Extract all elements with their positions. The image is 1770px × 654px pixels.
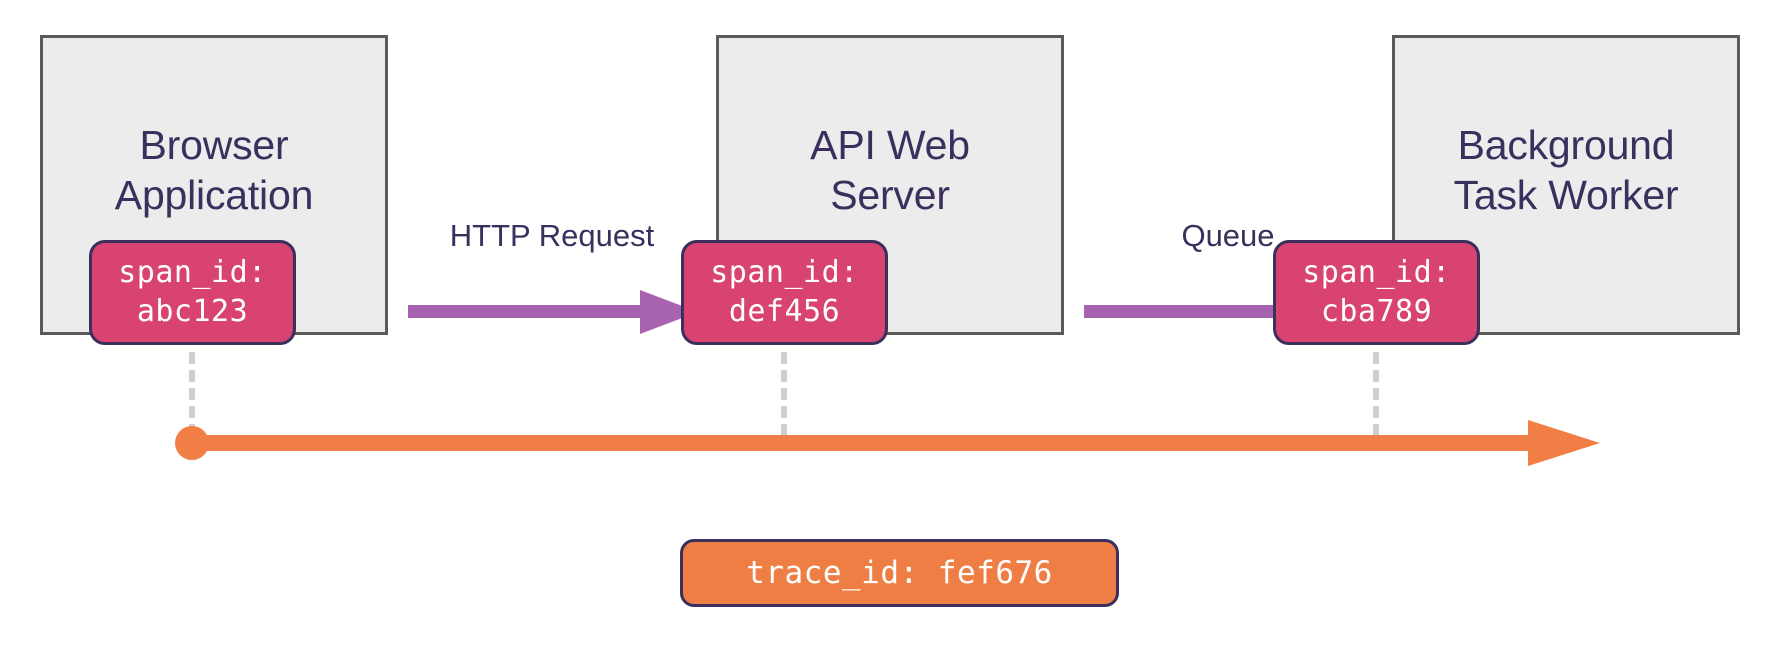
service-title-browser: Browser Application	[114, 122, 314, 219]
service-title-api: API Web Server	[810, 122, 970, 219]
dash-connector-browser	[189, 352, 195, 436]
dash-connector-worker	[1373, 352, 1379, 436]
flow-label-queue: Queue	[1181, 218, 1275, 253]
dash-connector-api	[781, 352, 787, 436]
service-title-worker: Background Task Worker	[1453, 122, 1679, 219]
span-badge-worker[interactable]: span_id: cba789	[1273, 240, 1480, 345]
trace-id-badge[interactable]: trace_id: fef676	[680, 539, 1119, 607]
flow-label-http-request: HTTP Request	[449, 218, 655, 253]
span-badge-browser[interactable]: span_id: abc123	[89, 240, 296, 345]
span-badge-api[interactable]: span_id: def456	[681, 240, 888, 345]
trace-timeline-arrow	[175, 420, 1600, 466]
flow-arrow-http-request	[408, 290, 698, 334]
